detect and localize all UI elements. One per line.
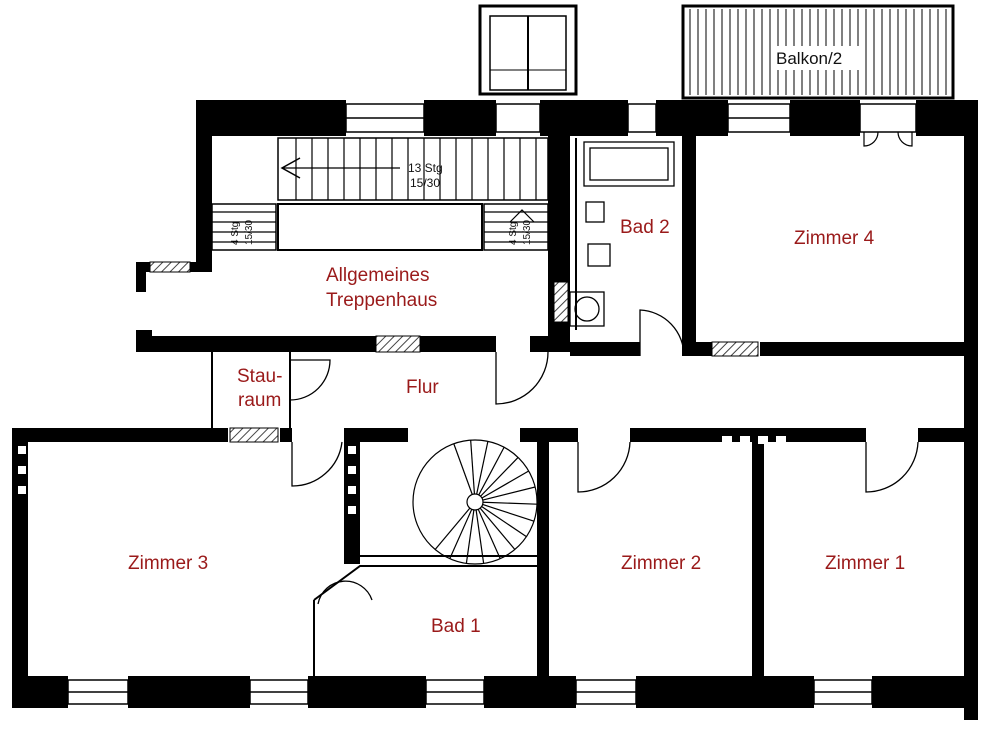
room-label-zimmer1: Zimmer 1 bbox=[825, 553, 905, 574]
balcony-left bbox=[478, 4, 578, 96]
stair-note-left-ratio: 15/30 bbox=[244, 220, 255, 245]
stair-note-left-steps: 4 Stg bbox=[230, 222, 241, 245]
balcony-right: Balkon/2 bbox=[681, 4, 955, 100]
room-label-bad1: Bad 1 bbox=[431, 616, 481, 637]
stair-note-main-steps: 13 Stg bbox=[408, 161, 443, 175]
room-label-stauraum-line2: raum bbox=[238, 390, 281, 411]
walls bbox=[12, 100, 978, 720]
room-labels: Allgemeines Treppenhaus Bad 2 Zimmer 4 S… bbox=[128, 217, 905, 637]
room-label-stauraum-line1: Stau- bbox=[237, 366, 282, 387]
wall-piers bbox=[18, 436, 786, 514]
room-label-zimmer3: Zimmer 3 bbox=[128, 553, 208, 574]
room-label-zimmer2: Zimmer 2 bbox=[621, 553, 701, 574]
stair-note-right-ratio: 15/30 bbox=[522, 220, 533, 245]
room-label-zimmer4: Zimmer 4 bbox=[794, 228, 875, 249]
doors bbox=[289, 309, 950, 605]
balcony-door bbox=[863, 131, 913, 147]
windows bbox=[67, 103, 917, 705]
spiral-staircase bbox=[412, 439, 538, 565]
room-label-bad2: Bad 2 bbox=[620, 217, 670, 238]
stair-note-right-steps: 4 Stg bbox=[508, 222, 519, 245]
room-label-treppenhaus-line1: Allgemeines bbox=[326, 265, 430, 286]
bath2-fixtures bbox=[569, 141, 675, 327]
room-label-flur: Flur bbox=[406, 377, 439, 398]
room-label-balkon: Balkon/2 bbox=[776, 49, 842, 68]
stair-note-main-ratio: 15/30 bbox=[410, 176, 440, 190]
partitions bbox=[211, 138, 577, 676]
hatched-elements bbox=[149, 261, 759, 443]
room-label-treppenhaus-line2: Treppenhaus bbox=[326, 290, 437, 311]
staircase-steps: 13 Stg 15/30 4 Stg 15/30 4 Stg 15/30 bbox=[211, 137, 549, 251]
